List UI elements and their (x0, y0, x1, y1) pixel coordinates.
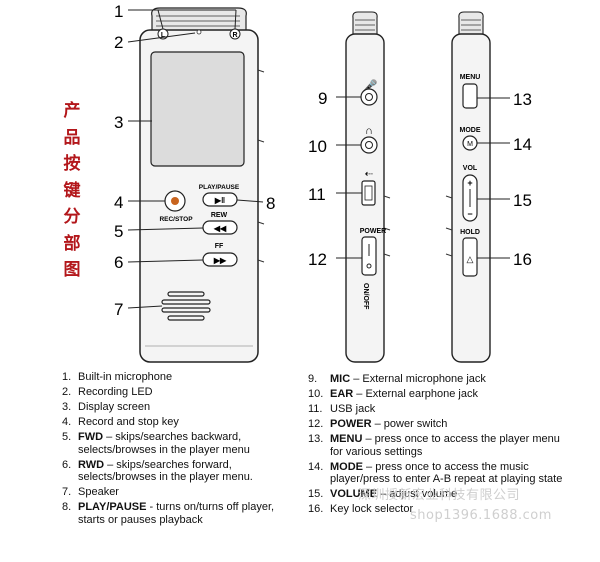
mode-label: MODE (460, 127, 481, 134)
legend-item: 4.Record and stop key (62, 415, 179, 428)
ff-label: FF (215, 243, 224, 250)
rew-label: REW (211, 212, 228, 219)
callout-4: 4 (114, 193, 123, 212)
legend-item: 7.Speaker (62, 486, 119, 499)
title-char: 分 (63, 207, 81, 227)
left-side-leader-lines (336, 96, 362, 259)
hold-label: HOLD (460, 229, 480, 236)
recording-led (196, 29, 202, 35)
callout-5: 5 (114, 222, 123, 241)
play-pause-button[interactable] (202, 192, 238, 207)
front-callouts: 1 2 3 4 5 6 7 8 (114, 2, 275, 319)
mode-icon: M (467, 141, 473, 148)
rewind-icon: ◀◀ (213, 224, 227, 233)
device-left-side: 🎤 ∩ ⇠ POWER ON/OFF (345, 11, 391, 363)
legend-left: 1.Built-in microphone 2.Recording LED 3.… (62, 371, 298, 529)
watermark-site: shop1396.1688.com (410, 508, 552, 523)
ff-button[interactable] (202, 252, 238, 267)
legend-item: 14.MODE – press once to access the music… (308, 460, 563, 486)
headphone-icon: ∩ (365, 125, 373, 137)
left-side-callouts: 9 10 11 12 (308, 89, 327, 269)
callout-11: 11 (308, 185, 326, 204)
vol-label: VOL (463, 165, 478, 172)
callout-10: 10 (308, 137, 327, 156)
legend-item: 2.Recording LED (62, 385, 153, 398)
rec-dot-icon (171, 197, 179, 205)
rec-stop-label: REC/STOP (159, 216, 193, 223)
callout-3: 3 (114, 113, 123, 132)
right-side-grille (458, 11, 484, 37)
device-right-side: MENU MODE M VOL + − HOLD △ (445, 11, 491, 363)
legend-item: 5.FWD – skips/searches backward, selects… (62, 430, 250, 456)
legend-item: 3.Display screen (62, 400, 151, 413)
right-side-callouts: 13 14 15 16 (513, 90, 532, 269)
volume-down-icon: − (467, 209, 472, 219)
callout-16: 16 (513, 250, 532, 269)
lock-icon: △ (467, 254, 474, 264)
display-screen (150, 51, 245, 167)
legend-item: 8.PLAY/PAUSE - turns on/turns off player… (62, 501, 275, 526)
callout-2: 2 (114, 33, 123, 52)
front-leader-lines (127, 9, 264, 309)
callout-1: 1 (114, 2, 123, 21)
legend-right: 9.MIC – External microphone jack 10.EAR … (308, 373, 570, 518)
power-label: POWER (360, 228, 386, 235)
callout-7: 7 (114, 300, 123, 319)
usb-icon: ⇠ (365, 169, 373, 180)
callout-13: 13 (513, 90, 532, 109)
play-pause-icon: ▶‖ (214, 196, 225, 205)
callout-8: 8 (266, 194, 275, 213)
left-side-grille (352, 11, 378, 37)
legend-item: 13.MENU – press once to access the playe… (308, 432, 560, 458)
title-char: 键 (63, 180, 81, 201)
on-off-label: ON/OFF (362, 283, 369, 310)
callout-14: 14 (513, 135, 532, 154)
callout-9: 9 (318, 89, 327, 108)
legend-item: 9.MIC – External microphone jack (308, 373, 486, 385)
play-pause-label: PLAY/PAUSE (199, 184, 240, 191)
led-right-label: R (232, 32, 237, 39)
legend-item: 12.POWER – power switch (308, 417, 448, 430)
hold-switch[interactable] (462, 237, 478, 277)
fast-forward-icon: ▶▶ (213, 256, 227, 265)
title-char: 品 (63, 127, 81, 148)
right-side-leader-lines (477, 97, 510, 259)
title-char: 部 (63, 233, 81, 254)
rew-button[interactable] (202, 220, 238, 235)
vertical-title: 产 品 按 键 分 部 图 (62, 98, 82, 284)
callout-6: 6 (114, 253, 123, 272)
legend-item: 11.USB jack (308, 402, 376, 415)
title-char: 按 (63, 154, 81, 174)
callout-15: 15 (513, 191, 532, 210)
callout-12: 12 (308, 250, 327, 269)
legend-item: 1.Built-in microphone (62, 371, 173, 383)
menu-button[interactable] (462, 83, 478, 109)
title-char: 产 (63, 101, 81, 121)
watermark-company: 深圳授新宏业科技有限公司 (358, 488, 521, 503)
legend-item: 16.Key lock selector (308, 503, 414, 516)
product-diagram: L R REC/STOP PLAY/PAUSE ▶‖ REW ◀◀ FF ▶▶ (114, 2, 532, 363)
legend-item: 15.VOLUME – adjust volume (308, 488, 458, 501)
device-front: L R REC/STOP PLAY/PAUSE ▶‖ REW ◀◀ FF ▶▶ (139, 7, 265, 363)
title-char: 图 (63, 260, 81, 280)
legend-item: 10.EAR – External earphone jack (308, 387, 478, 400)
legend-item: 6.RWD – skips/searches forward, selects/… (62, 458, 253, 484)
speaker-grille (161, 291, 211, 321)
volume-up-icon: + (467, 178, 472, 188)
menu-label: MENU (460, 74, 481, 81)
led-left-label: L (161, 32, 166, 39)
front-top-grille (151, 7, 247, 37)
